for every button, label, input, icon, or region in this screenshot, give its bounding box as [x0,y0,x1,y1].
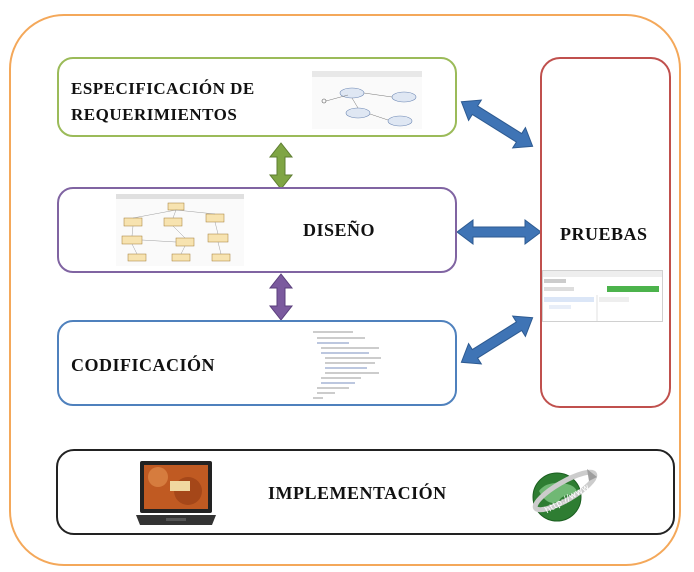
especificacion-label-line1: ESPECIFICACIÓN DE [71,79,255,98]
node-especificacion: ESPECIFICACIÓN DE REQUERIMIENTOS [57,57,457,137]
codificacion-label: CODIFICACIÓN [71,355,216,375]
node-diseno: DISEÑO [57,187,457,273]
node-pruebas: PRUEBAS [540,57,671,408]
source-code-thumbnail [309,328,399,402]
arrow-diseno-pruebas [456,219,542,245]
node-implementacion: IMPLEMENTACIÓN http://www [56,449,675,535]
class-diagram-thumbnail [116,194,244,266]
globe-http-icon: http://www [525,463,605,527]
use-case-diagram-thumbnail [312,71,422,129]
arrow-especificacion-diseno [268,142,294,190]
especificacion-label-line2: REQUERIMIENTOS [71,105,238,124]
test-runner-thumbnail [542,270,663,322]
arrow-diseno-codificacion [268,273,294,321]
node-codificacion: CODIFICACIÓN [57,320,457,406]
outer-frame [9,14,681,566]
implementacion-label: IMPLEMENTACIÓN [268,483,447,503]
diseno-label: DISEÑO [303,220,376,240]
laptop-icon [136,459,216,529]
pruebas-label: PRUEBAS [560,224,648,244]
arrow-codificacion-pruebas [460,315,534,365]
arrow-especificacion-pruebas [460,99,534,149]
